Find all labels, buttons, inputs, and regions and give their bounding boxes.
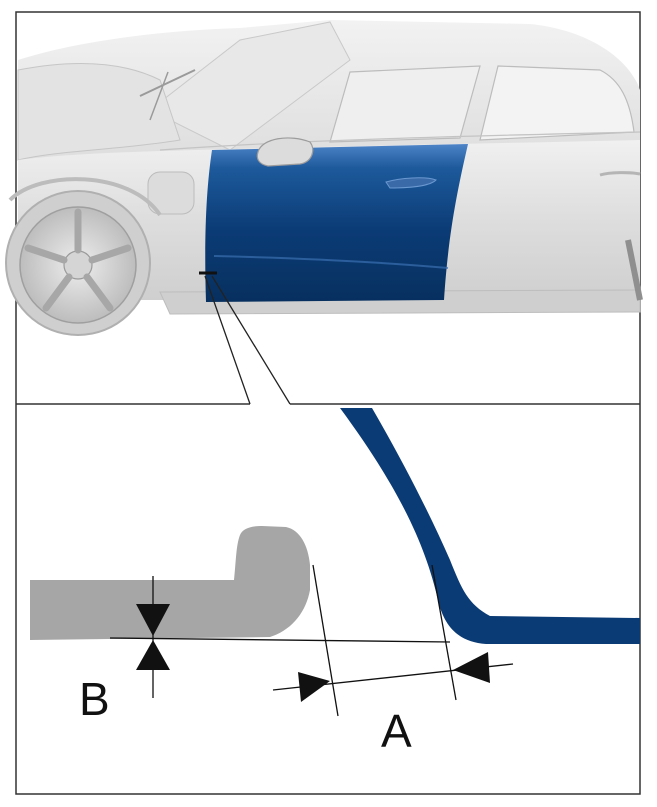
door-panel-icon (205, 144, 468, 302)
dimension-label-b: B (79, 673, 110, 725)
door-skin-profile (340, 408, 640, 644)
dimension-label-a: A (381, 705, 412, 757)
detail-cross-section (30, 408, 640, 644)
leader-line (204, 275, 251, 405)
side-mirror-icon (256, 137, 314, 167)
dimension-b (109, 576, 451, 698)
dimension-arrow-icon (136, 604, 170, 636)
sill-profile (30, 526, 310, 640)
dimension-a (272, 564, 514, 717)
dimension-arrow-icon (453, 652, 490, 683)
leader-line (211, 275, 291, 405)
dimension-arrow-icon (136, 640, 170, 670)
dimension-arrow-icon (298, 672, 330, 702)
